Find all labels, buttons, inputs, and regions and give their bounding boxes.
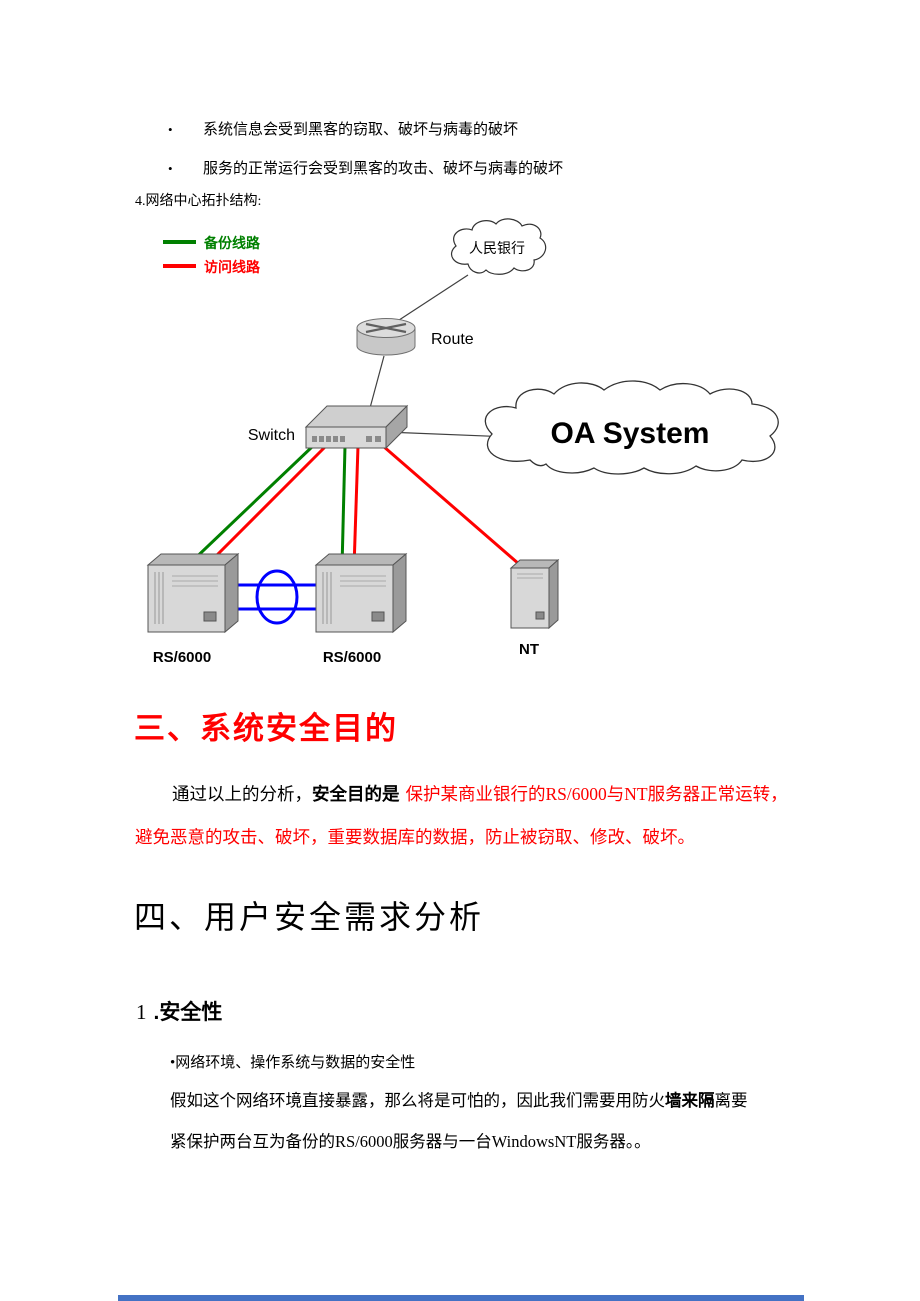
lead-bold-text: 安全目的是 bbox=[312, 784, 400, 804]
backup-link-left bbox=[183, 444, 315, 570]
bullet-text: 系统信息会受到黑客的窃取、破坏与病毒的破坏 bbox=[203, 122, 519, 138]
server-nt bbox=[509, 558, 560, 630]
section4-paragraph: 假如这个网络环境直接暴露，那么将是可怕的，因此我们需要用防火墙来隔离要 紧保护两… bbox=[170, 1080, 748, 1162]
router-label: Route bbox=[431, 331, 474, 348]
subsection-title: .安全性 bbox=[153, 1001, 223, 1024]
server-nt-label: NT bbox=[519, 641, 539, 658]
server-rs6000-right bbox=[314, 552, 408, 634]
subsection-number: 1 bbox=[136, 1000, 147, 1024]
diagram-legend: 备份线路 访问线路 bbox=[163, 235, 261, 275]
lead-text: 通过以上的分析， bbox=[172, 784, 312, 804]
subsection-bullet: •网络环境、操作系统与数据的安全性 bbox=[170, 1055, 416, 1071]
paragraph-line: 通过以上的分析，安全目的是保护某商业银行的RS/6000与NT服务器正常运转， bbox=[135, 773, 788, 816]
section3-paragraph: 通过以上的分析，安全目的是保护某商业银行的RS/6000与NT服务器正常运转， … bbox=[135, 773, 788, 859]
server-rs6000-left-label: RS/6000 bbox=[153, 649, 211, 666]
cluster-ring bbox=[255, 569, 299, 625]
access-link-left bbox=[202, 444, 328, 570]
body-text: 离要 bbox=[714, 1091, 748, 1110]
backup-link-right bbox=[340, 445, 347, 569]
router-node bbox=[356, 318, 416, 356]
server-rs6000-right-label: RS/6000 bbox=[323, 649, 381, 666]
legend-backup-label: 备份线路 bbox=[203, 235, 261, 251]
body-bold-text: 墙来隔 bbox=[665, 1091, 715, 1110]
server-rs6000-left bbox=[146, 552, 240, 634]
red-run: 保护某商业银行的RS/6000与NT服务器正常运转， bbox=[405, 784, 788, 804]
link-switch-oa bbox=[385, 431, 511, 438]
access-link-right bbox=[352, 445, 360, 569]
body-text: 紧保护两台互为备份的RS/6000服务器与一台WindowsNT服务器。。 bbox=[170, 1132, 651, 1151]
page-bottom-rule bbox=[118, 1295, 804, 1301]
oa-cloud: OA System bbox=[484, 380, 779, 475]
subsection-heading: 1 .安全性 bbox=[136, 996, 222, 1026]
bullet-marker: • bbox=[168, 122, 173, 137]
bullet-marker: • bbox=[168, 161, 173, 176]
switch-label: Switch bbox=[248, 427, 295, 444]
section3-title: 三、系统安全目的 bbox=[134, 711, 398, 746]
body-text: 假如这个网络环境直接暴露，那么将是可怕的，因此我们需要用防火 bbox=[170, 1091, 665, 1110]
topology-caption: 4.网络中心拓扑结构: bbox=[135, 194, 262, 209]
network-diagram: 人民银行 OA System Route bbox=[146, 218, 779, 666]
switch-node bbox=[304, 404, 409, 450]
link-router-switch bbox=[369, 355, 385, 409]
oa-cloud-label: OA System bbox=[551, 417, 710, 450]
red-run: 避免恶意的攻击、破坏，重要数据库的数据，防止被窃取、修改、破坏。 bbox=[135, 827, 695, 847]
bank-cloud: 人民银行 bbox=[451, 218, 547, 275]
bullet-text: 服务的正常运行会受到黑客的攻击、破坏与病毒的破坏 bbox=[203, 161, 564, 177]
uplink-cloud-router bbox=[392, 274, 469, 325]
legend-access-label: 访问线路 bbox=[204, 259, 261, 275]
paragraph-line: 假如这个网络环境直接暴露，那么将是可怕的，因此我们需要用防火墙来隔离要 bbox=[170, 1080, 748, 1121]
bank-cloud-label: 人民银行 bbox=[469, 240, 525, 256]
paragraph-line: 避免恶意的攻击、破坏，重要数据库的数据，防止被窃取、修改、破坏。 bbox=[135, 816, 788, 859]
list-item: • 服务的正常运行会受到黑客的攻击、破坏与病毒的破坏 bbox=[168, 157, 563, 178]
paragraph-line: 紧保护两台互为备份的RS/6000服务器与一台WindowsNT服务器。。 bbox=[170, 1121, 748, 1162]
access-link-nt bbox=[382, 444, 528, 573]
section4-title: 四、用户安全需求分析 bbox=[134, 899, 485, 935]
list-item: • 系统信息会受到黑客的窃取、破坏与病毒的破坏 bbox=[168, 118, 518, 139]
